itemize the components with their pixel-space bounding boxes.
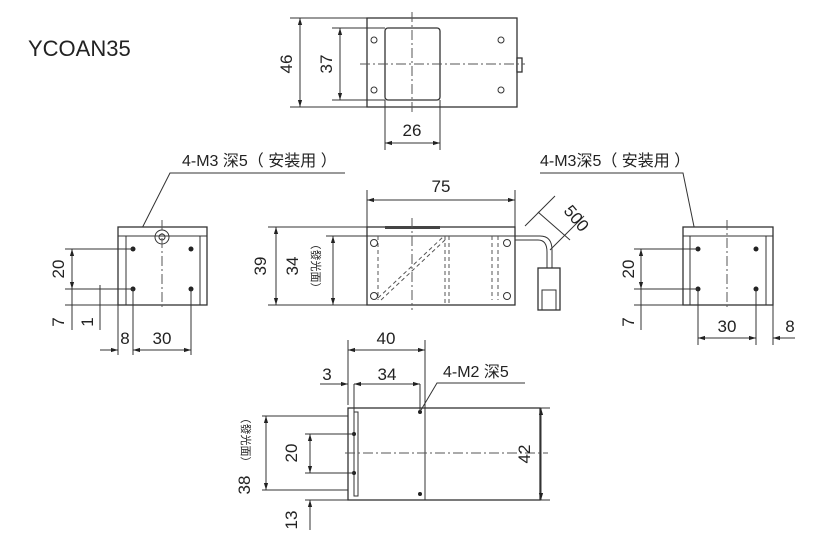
emitter-face-label: （發光面） — [309, 239, 323, 294]
dim-20: 20 — [282, 444, 301, 463]
dim-38: 38 — [235, 476, 254, 495]
dim-37: 37 — [317, 55, 336, 74]
screw-icon — [370, 239, 511, 300]
dim-1: 1 — [78, 317, 97, 326]
bottom-view: 40 3 34 4-M2 深5 38 （發光面） 20 13 42 — [235, 329, 550, 530]
emitter-face-label: （發光面） — [239, 413, 253, 468]
dim-8: 8 — [120, 329, 129, 348]
dim-13: 13 — [282, 511, 301, 530]
dim-39: 39 — [251, 257, 270, 276]
dim-20: 20 — [49, 260, 68, 279]
mount-label-left: 4-M3 深5（ 安装用 ） — [182, 152, 337, 170]
screw-icon — [352, 410, 422, 496]
dim-42: 42 — [515, 445, 534, 464]
dim-34: 34 — [378, 365, 397, 384]
connector — [537, 267, 561, 311]
dim-30: 30 — [718, 317, 737, 336]
dim-46: 46 — [277, 55, 296, 74]
dim-3: 3 — [322, 365, 331, 384]
cable — [515, 235, 553, 268]
dim-7: 7 — [619, 317, 638, 326]
left-view: 4-M3 深5（ 安装用 ） 20 7 1 8 30 — [49, 152, 345, 355]
dim-34: 34 — [283, 257, 302, 276]
dim-8: 8 — [785, 317, 794, 336]
dim-26: 26 — [403, 121, 422, 140]
top-view: 46 37 26 — [277, 12, 525, 150]
front-view: 75 39 34 （發光面） 500 — [251, 177, 593, 311]
dim-20: 20 — [619, 260, 638, 279]
model-title: YCOAN35 — [28, 36, 131, 61]
dim-30: 30 — [153, 329, 172, 348]
mount-label-right: 4-M3深5（ 安装用 ） — [540, 152, 690, 170]
dim-75: 75 — [432, 177, 451, 196]
screw-icon — [370, 36, 505, 94]
mount-label-bottom: 4-M2 深5 — [443, 363, 509, 381]
right-view: 4-M3深5（ 安装用 ） 20 7 30 8 — [540, 152, 795, 345]
dim-40: 40 — [377, 329, 396, 348]
dim-500: 500 — [560, 201, 593, 235]
dim-7: 7 — [49, 317, 68, 326]
